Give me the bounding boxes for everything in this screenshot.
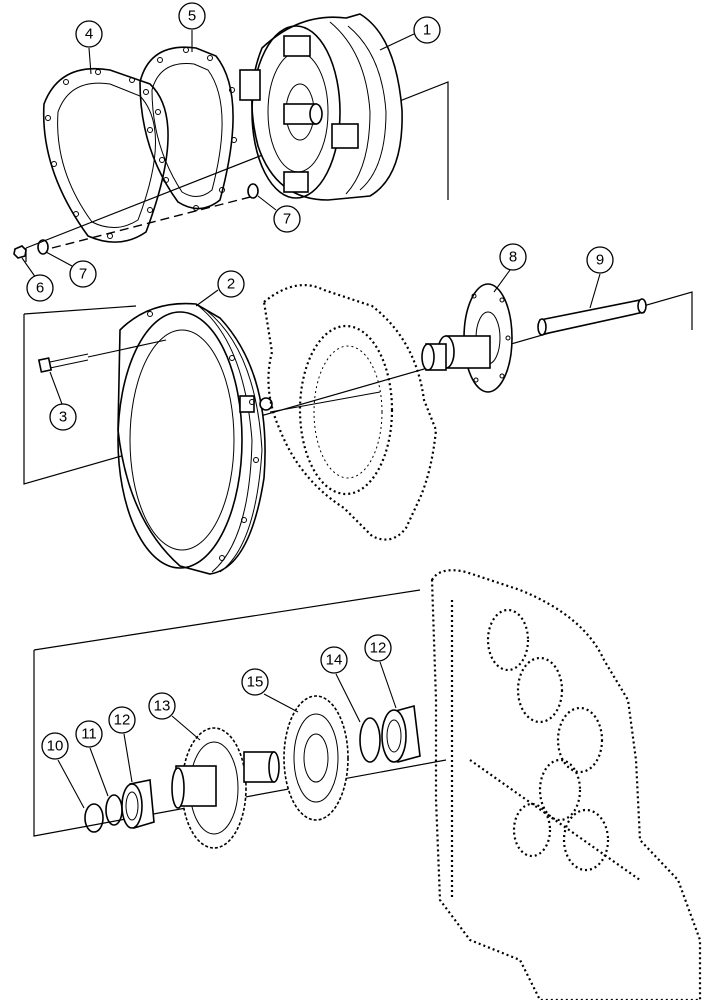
callout-11-label: 11 — [81, 726, 97, 743]
callout-6-label: 6 — [36, 280, 44, 297]
callout-10-circle — [41, 732, 69, 760]
callout-2-label: 2 — [227, 276, 235, 293]
section-frame-middle — [23, 291, 693, 485]
callout-15-label: 15 — [247, 674, 264, 691]
callout-7a-circle — [273, 205, 301, 233]
callout-4-label: 4 — [85, 26, 93, 43]
bearing-part-12-lower — [121, 779, 155, 830]
callout-7a-label: 7 — [283, 211, 291, 228]
leader-14 — [335, 673, 361, 723]
gear-part-15 — [283, 695, 349, 821]
callout-11-circle — [75, 720, 103, 748]
gasket-part-5 — [139, 46, 237, 211]
leader-12a — [123, 733, 133, 783]
callout-5-label: 5 — [188, 8, 196, 25]
transmission-case — [430, 569, 702, 1000]
leader-11 — [89, 747, 109, 797]
leader-7b — [45, 251, 73, 267]
callout-6-circle — [26, 274, 54, 302]
callout-3-label: 3 — [59, 409, 67, 426]
gear-part-13 — [171, 727, 280, 849]
leader-12b — [379, 661, 397, 709]
callout-14-circle — [320, 646, 348, 674]
callout-12b-circle — [364, 634, 392, 662]
callout-15-circle — [241, 668, 269, 696]
bolt-3-axis — [87, 339, 167, 358]
callout-7b-label: 7 — [79, 266, 87, 283]
callout-8-label: 8 — [509, 249, 517, 266]
callout-13-label: 13 — [154, 698, 171, 715]
leader-7a — [257, 195, 277, 211]
input-shaft-part-9 — [537, 298, 647, 336]
washer-part-7-upper — [247, 183, 259, 199]
callout-14-label: 14 — [326, 652, 343, 669]
snap-ring-part-14 — [359, 717, 381, 763]
callout-1-circle — [413, 16, 441, 44]
callout-5-circle — [178, 2, 206, 30]
callout-12b-label: 12 — [370, 640, 387, 657]
converter-housing-part-2 — [117, 302, 273, 575]
leader-4 — [88, 47, 92, 75]
leader-9 — [589, 273, 601, 309]
leader-1 — [379, 33, 415, 51]
callout-10-label: 10 — [47, 738, 64, 755]
callout-2-circle — [217, 270, 245, 298]
leader-15 — [263, 693, 299, 713]
bolt-part-6 — [13, 245, 27, 259]
bolt-part-3 — [37, 353, 89, 373]
callout-1-label: 1 — [423, 22, 431, 39]
stator-support-part-8 — [421, 283, 513, 393]
callout-13-circle — [148, 692, 176, 720]
adapter-plate — [262, 284, 438, 541]
callout-9-circle — [586, 246, 614, 274]
callout-3-circle — [49, 403, 77, 431]
centerline-top — [51, 195, 255, 249]
callout-7b-circle — [69, 260, 97, 288]
leader-8 — [493, 269, 511, 293]
leader-13 — [171, 715, 201, 741]
ring-part-11 — [105, 794, 123, 826]
callout-9-label: 9 — [596, 252, 604, 269]
leader-2 — [195, 289, 219, 307]
callout-8-circle — [499, 243, 527, 271]
torque-converter-part-1 — [239, 13, 403, 201]
leader-3 — [49, 371, 63, 405]
snap-ring-part-10 — [84, 803, 104, 833]
bearing-part-12-upper — [381, 704, 421, 764]
callout-12a-circle — [108, 706, 136, 734]
callout-12a-label: 12 — [114, 712, 131, 729]
leader-10 — [57, 759, 85, 809]
washer-part-7-lower — [37, 239, 49, 255]
leader-6 — [21, 257, 37, 279]
callout-4-circle — [75, 20, 103, 48]
centerline-middle — [269, 391, 381, 413]
